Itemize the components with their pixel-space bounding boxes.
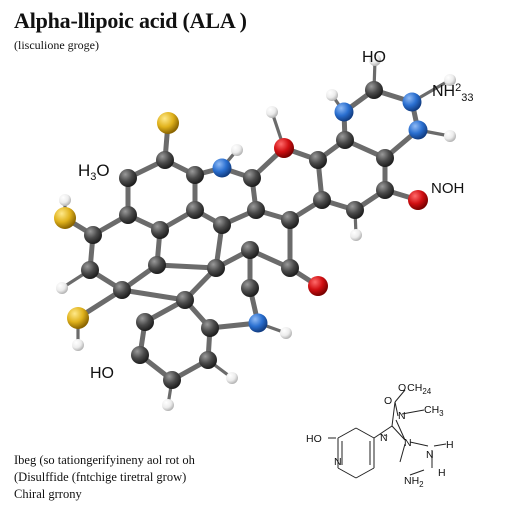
carbon-atom-c14: [365, 81, 383, 99]
legend-line-1: Ibeg (so tationgerifyineny aol rot oh: [14, 453, 195, 467]
nitrogen-atom-n3: [402, 92, 422, 112]
carbon-atom-c13: [336, 131, 354, 149]
oxygen-atom-o3: [308, 276, 328, 296]
schem-label-nh2-bottom: NH2: [404, 475, 424, 489]
label-ho-top: HO: [362, 49, 386, 66]
schem-label-n-right: N: [404, 437, 412, 449]
carbon-atom-c25: [241, 279, 259, 297]
hydrogen-atom-h10: [280, 327, 292, 339]
carbon-atom-c4: [151, 221, 169, 239]
legend: Ibeg (so tationgerifyineny aol rot oh (D…: [14, 452, 195, 503]
nitrogen-atom-n1: [212, 158, 232, 178]
nitrogen-atom-n5: [248, 313, 268, 333]
sulfur-atom-s2: [54, 207, 76, 229]
hydrogen-atom-h3: [326, 89, 338, 101]
schem-label-n-top: N: [398, 410, 406, 422]
hydrogen-atom-h8: [56, 282, 68, 294]
carbon-atom-c8: [247, 201, 265, 219]
carbon-atom-c21: [148, 256, 166, 274]
hydrogen-atom-h1: [231, 144, 243, 156]
carbon-atom-c28: [131, 346, 149, 364]
oxygen-atom-o1: [274, 138, 294, 158]
nitrogen-atom-n4: [408, 120, 428, 140]
carbon-atom-c2: [119, 169, 137, 187]
hydrogen-atom-h11: [162, 399, 174, 411]
carbon-atom-c5: [186, 201, 204, 219]
hydrogen-atom-h5: [444, 130, 456, 142]
carbon-atom-c17: [346, 201, 364, 219]
hydrogen-atom-h7: [59, 194, 71, 206]
carbon-atom-c6: [186, 166, 204, 184]
schem-label-h-bottom: H: [438, 467, 446, 479]
schem-label-ch3: CH3: [424, 404, 444, 418]
carbon-atom-c19: [81, 261, 99, 279]
schem-label-ho: HO: [306, 433, 322, 445]
bond-c21-c22: [154, 262, 219, 271]
sulfur-atom-s1: [157, 112, 179, 134]
oxygen-atom-o2: [408, 190, 428, 210]
carbon-atom-c29: [163, 371, 181, 389]
hydrogen-atom-h6: [350, 229, 362, 241]
carbon-atom-c7: [243, 169, 261, 187]
schem-label-o-top: OCH24: [398, 382, 432, 396]
carbon-atom-c24: [281, 259, 299, 277]
carbon-atom-c10: [309, 151, 327, 169]
carbon-atom-c20: [113, 281, 131, 299]
schem-label-n-center: N: [380, 432, 388, 444]
schem-label-h-right: H: [446, 439, 454, 451]
carbon-atom-c9: [213, 216, 231, 234]
hydrogen-atom-h9: [72, 339, 84, 351]
atom-layer: [54, 54, 456, 411]
hydrogen-atom-h13: [369, 54, 381, 66]
carbon-atom-c27: [136, 313, 154, 331]
carbon-atom-c1: [156, 151, 174, 169]
label-ho-bottom: HO: [90, 365, 114, 382]
carbon-atom-c26: [176, 291, 194, 309]
legend-line-2: (Disulffide (fntchige tiretral grow): [14, 470, 187, 484]
carbon-atom-c16: [376, 181, 394, 199]
hydrogen-atom-h4: [444, 74, 456, 86]
diagram-subtitle: (lisculione groge): [14, 38, 99, 52]
carbon-atom-c18: [84, 226, 102, 244]
carbon-atom-c15: [376, 149, 394, 167]
diagram-title: Alpha-llipoic acid (ALA ): [14, 8, 247, 33]
carbon-atom-c30: [199, 351, 217, 369]
carbon-atom-c11: [313, 191, 331, 209]
carbon-atom-c23: [241, 241, 259, 259]
label-nh2-top: NH233: [432, 82, 473, 104]
schem-label-o-mid: O: [384, 395, 392, 407]
carbon-atom-c22: [207, 259, 225, 277]
carbon-atom-c12: [281, 211, 299, 229]
hydrogen-atom-h2: [266, 106, 278, 118]
sulfur-atom-s3: [67, 307, 89, 329]
carbon-atom-c31: [201, 319, 219, 337]
carbon-atom-c3: [119, 206, 137, 224]
schem-label-n-bottom: N: [426, 449, 434, 461]
bond-c26-c20: [119, 287, 188, 303]
schem-label-n-ring: N: [334, 456, 342, 468]
legend-line-3: Chiral grrony: [14, 487, 82, 501]
label-noh-right: NOH: [431, 180, 464, 197]
nitrogen-atom-n2: [334, 102, 354, 122]
label-h3o-left: H3O: [78, 161, 110, 183]
hydrogen-atom-h12: [226, 372, 238, 384]
